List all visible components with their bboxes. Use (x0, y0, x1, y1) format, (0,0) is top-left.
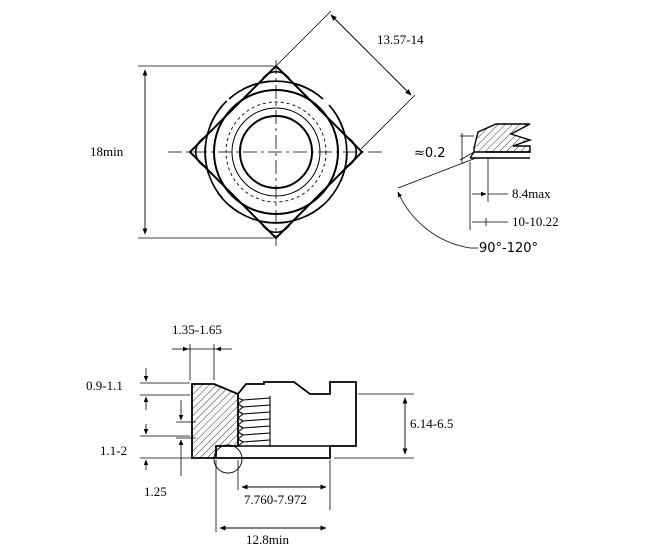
dim-radius: ≈0.2 (414, 146, 446, 161)
detail-view: ≈0.2 8.4max 10-10.22 90°-120° (397, 123, 559, 256)
dim-angle: 90°-120° (479, 241, 538, 256)
dim-flange-thickness: 0.9-1.1 (86, 378, 123, 393)
dim-pilot: 1.25 (144, 484, 167, 499)
dim-thread-dia: 7.760-7.972 (244, 492, 307, 507)
flange-section (191, 383, 239, 459)
top-view: 18min 13.57-14 (90, 10, 424, 246)
dim-8-4max: 8.4max (512, 186, 551, 201)
dim-across-corners: 18min (90, 144, 124, 159)
detail-section (473, 123, 533, 153)
boss-circle (213, 89, 339, 215)
dim-lower-step: 1.1-2 (100, 443, 127, 458)
side-view: 1.35-1.65 0.9-1.1 1.1-2 1.25 6.14-6.5 7.… (86, 322, 453, 547)
hole-circle (239, 115, 313, 189)
dim-10-10-22: 10-10.22 (512, 214, 559, 229)
dim-across-flats: 13.57-14 (377, 32, 424, 47)
dim-base-length: 12.8min (246, 532, 289, 547)
dim-flange-width: 1.35-1.65 (172, 322, 222, 337)
dim-overall-height: 6.14-6.5 (410, 416, 453, 431)
thread-lines (237, 396, 271, 447)
square-outline (188, 64, 364, 240)
